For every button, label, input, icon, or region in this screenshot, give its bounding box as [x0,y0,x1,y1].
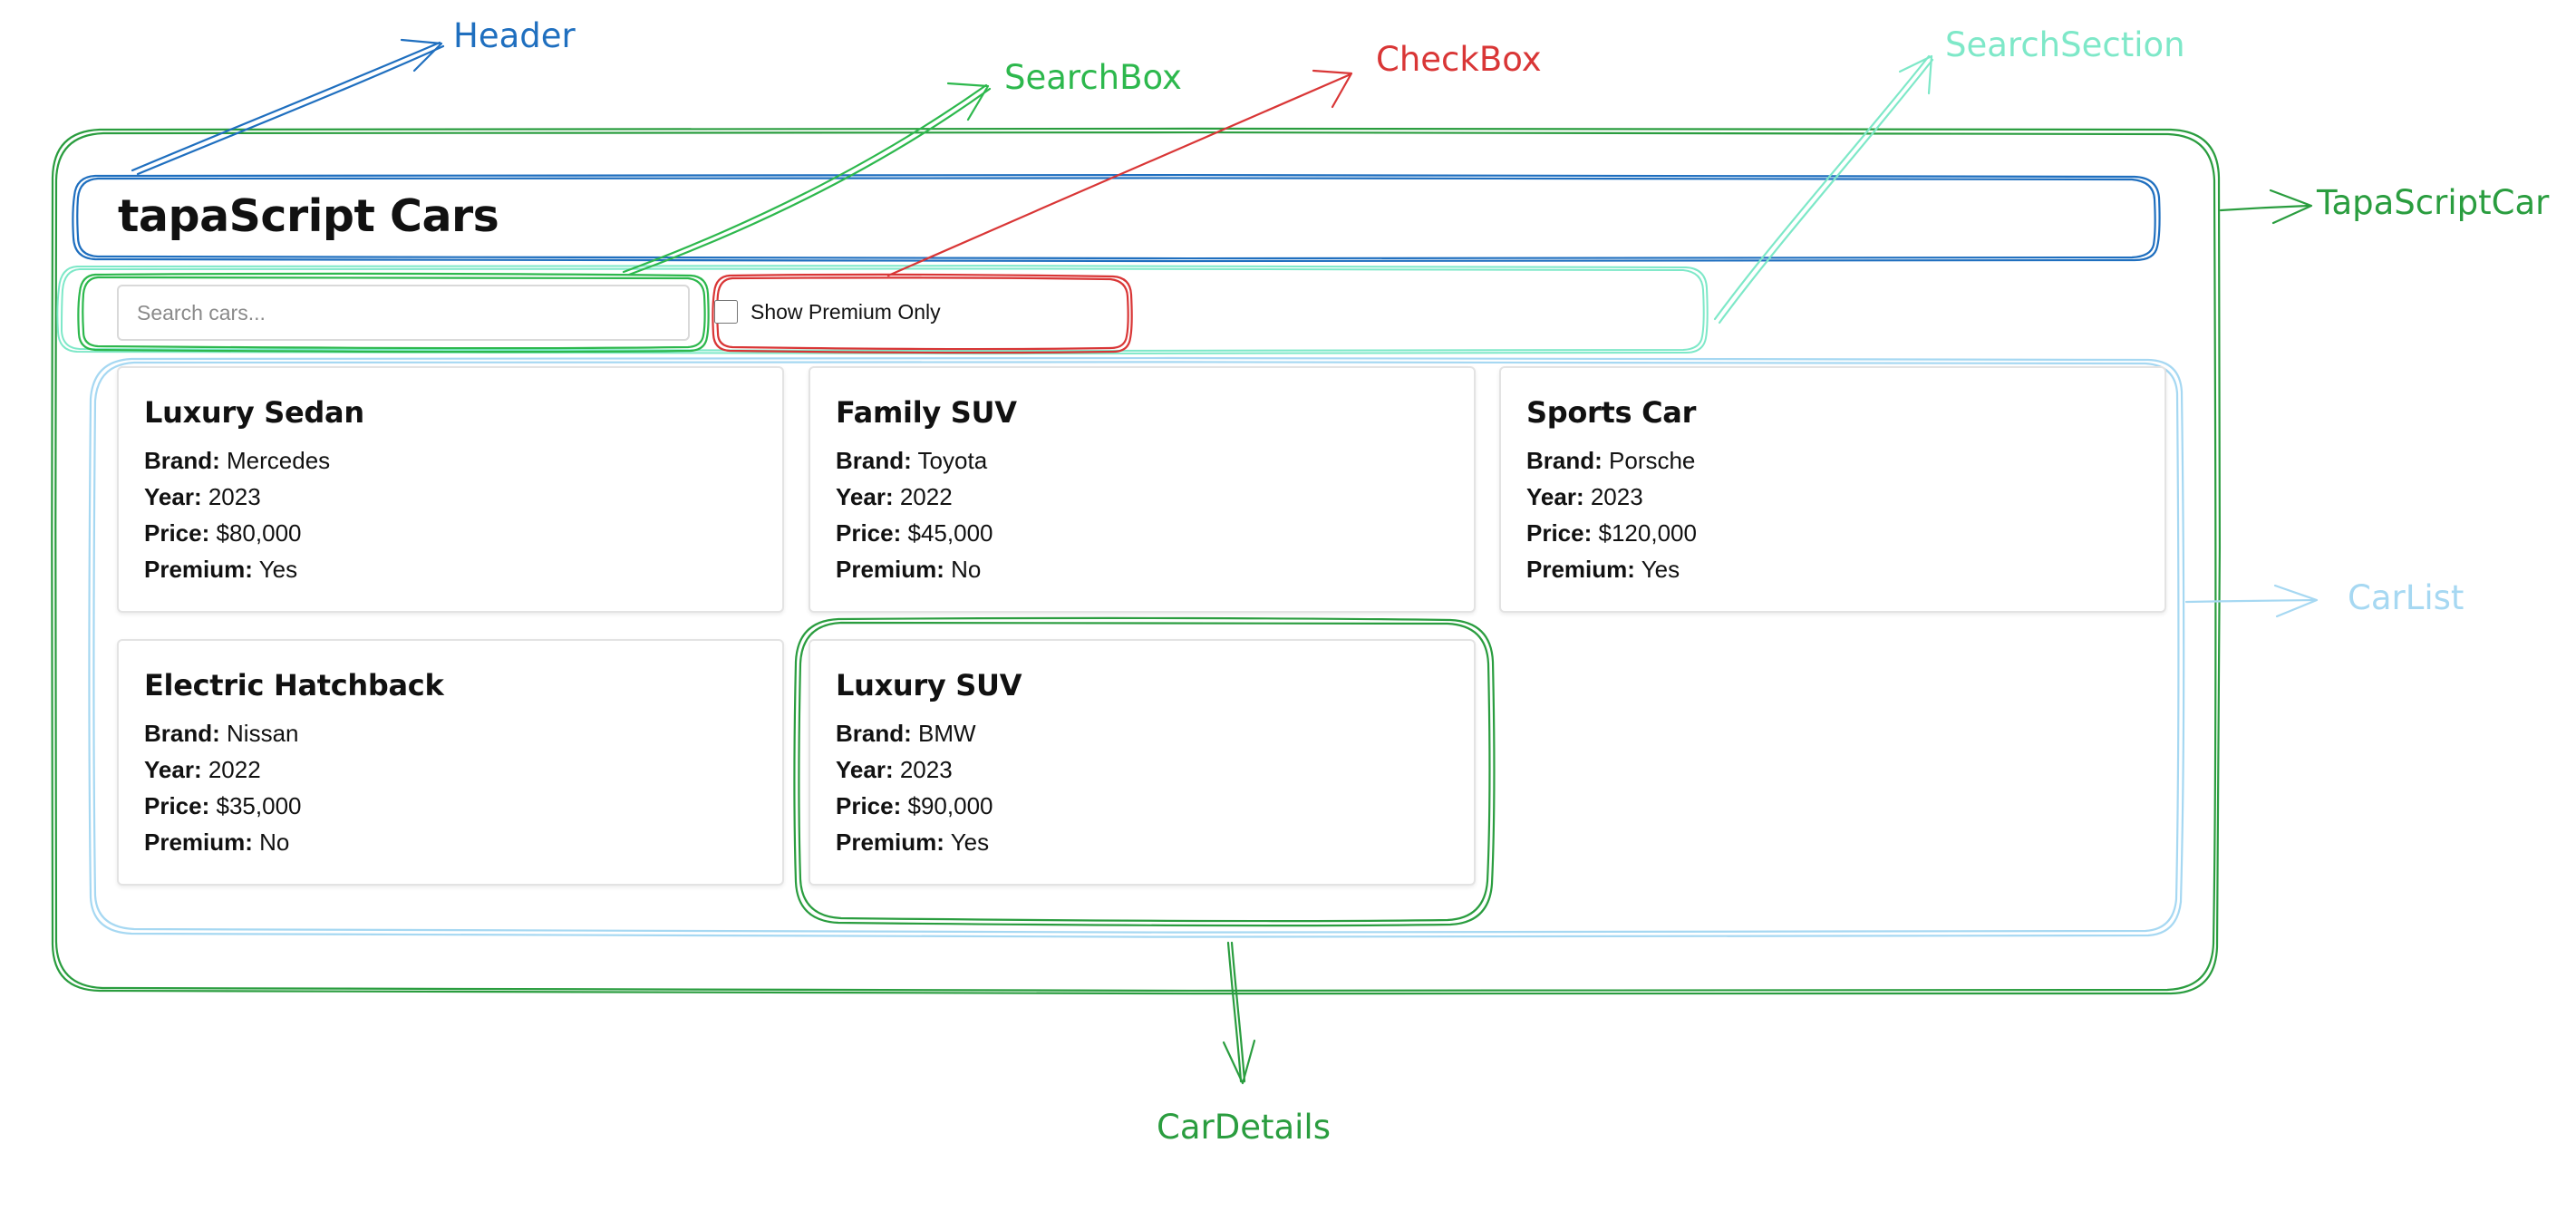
brand-value: BMW [918,720,976,747]
year-label: Year: [144,756,202,783]
header-arrow [131,38,445,176]
car-year: Year: 2022 [144,751,757,788]
app-title: tapaScript Cars [118,190,499,242]
price-label: Price: [836,792,902,819]
callout-header: Header [453,16,576,55]
year-label: Year: [836,756,894,783]
price-label: Price: [144,519,210,547]
premium-filter-toggle[interactable]: Show Premium Only [714,295,941,328]
premium-filter-label: Show Premium Only [751,299,941,324]
premium-value: Yes [1641,556,1680,583]
price-label: Price: [144,792,210,819]
callout-carlist: CarList [2348,578,2465,617]
premium-value: Yes [950,828,990,856]
brand-value: Porsche [1609,447,1696,474]
price-label: Price: [1526,519,1593,547]
car-price: Price: $120,000 [1526,515,2139,551]
carlist-arrow [2184,584,2319,618]
brand-value: Toyota [917,447,988,474]
car-name: Luxury SUV [836,668,1022,702]
cardetails-boundary [793,616,1496,927]
year-label: Year: [1526,483,1584,510]
brand-value: Nissan [227,720,299,747]
premium-value: No [951,556,982,583]
premium-label: Premium: [144,556,253,583]
car-card-1: Family SUV Brand: Toyota Year: 2022 Pric… [809,366,1476,613]
car-card-2: Sports Car Brand: Porsche Year: 2023 Pri… [1499,366,2166,613]
car-brand: Brand: Toyota [836,442,1448,479]
year-value: 2023 [1590,483,1643,510]
year-label: Year: [144,483,202,510]
year-value: 2023 [208,483,261,510]
premium-value: No [259,828,290,856]
searchbox-boundary [77,272,710,354]
car-card-3: Electric Hatchback Brand: Nissan Year: 2… [117,639,784,886]
callout-checkbox: CheckBox [1376,40,1542,79]
cardetails-arrow [1222,941,1256,1085]
car-price: Price: $90,000 [836,788,1448,824]
premium-value: Yes [258,556,298,583]
car-price: Price: $35,000 [144,788,757,824]
tapascriptcar-boundary [51,127,2222,995]
car-name: Family SUV [836,395,1017,430]
car-card-0: Luxury Sedan Brand: Mercedes Year: 2023 … [117,366,784,613]
car-price: Price: $80,000 [144,515,757,551]
car-year: Year: 2023 [144,479,757,515]
searchsection-arrow [1713,54,1934,325]
callout-searchsection: SearchSection [1945,25,2185,64]
tapascriptcar-arrow [2219,189,2313,225]
brand-label: Brand: [836,447,912,474]
year-value: 2022 [208,756,261,783]
premium-label: Premium: [144,828,253,856]
car-year: Year: 2022 [836,479,1448,515]
price-value: $35,000 [216,792,302,819]
premium-label: Premium: [836,828,944,856]
car-premium: Premium: Yes [836,824,1448,860]
car-year: Year: 2023 [1526,479,2139,515]
premium-label: Premium: [1526,556,1635,583]
car-year: Year: 2023 [836,751,1448,788]
price-value: $45,000 [907,519,993,547]
car-brand: Brand: Mercedes [144,442,757,479]
brand-label: Brand: [836,720,912,747]
car-name: Electric Hatchback [144,668,444,702]
premium-checkbox[interactable] [714,300,738,324]
price-value: $80,000 [216,519,302,547]
car-premium: Premium: Yes [144,551,757,587]
car-premium: Premium: No [836,551,1448,587]
car-brand: Brand: Porsche [1526,442,2139,479]
header-boundary [72,173,2161,263]
premium-label: Premium: [836,556,944,583]
brand-label: Brand: [1526,447,1603,474]
price-label: Price: [836,519,902,547]
carlist-boundary [88,356,2185,938]
car-card-4: Luxury SUV Brand: BMW Year: 2023 Price: … [809,639,1476,886]
search-input[interactable] [117,285,690,341]
callout-cardetails: CarDetails [1157,1108,1331,1147]
brand-label: Brand: [144,447,220,474]
price-value: $120,000 [1598,519,1697,547]
callout-tapascriptcar: TapaScriptCar [2317,183,2550,222]
car-price: Price: $45,000 [836,515,1448,551]
checkbox-boundary [712,273,1133,354]
car-brand: Brand: Nissan [144,715,757,751]
car-brand: Brand: BMW [836,715,1448,751]
year-value: 2022 [899,483,953,510]
car-premium: Premium: No [144,824,757,860]
checkbox-arrow [886,69,1353,277]
price-value: $90,000 [907,792,993,819]
searchbox-arrow [622,82,992,276]
searchsection-boundary [56,264,1709,355]
callout-searchbox: SearchBox [1004,58,1182,97]
brand-value: Mercedes [227,447,331,474]
year-label: Year: [836,483,894,510]
car-premium: Premium: Yes [1526,551,2139,587]
car-name: Sports Car [1526,395,1697,430]
brand-label: Brand: [144,720,220,747]
year-value: 2023 [899,756,953,783]
car-name: Luxury Sedan [144,395,364,430]
